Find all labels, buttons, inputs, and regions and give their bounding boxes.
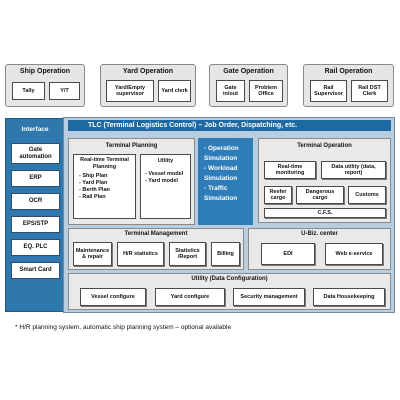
simulation-item: - Traffic Simulation [204, 185, 238, 202]
rail-operation-title: Rail Operation [324, 68, 373, 75]
utility-config-title: Utility (Data Configuration) [191, 276, 268, 282]
rail-dst-clerk-box: Rail DST Clerk [351, 80, 388, 102]
rail-supervisor-box: Rail Supervisor [310, 80, 347, 102]
plan-item: - Ship Plan [79, 173, 108, 179]
edi-box: EDI [261, 243, 315, 265]
gate-operation-group: Gate Operation Gate in/out Problem Offic… [209, 64, 288, 107]
gate-in-out-box: Gate in/out [216, 80, 245, 102]
simulation-panel: - Operation Simulation - Workload Simula… [198, 138, 253, 225]
yard-empty-supervisor-box: Yard/Empty supervisor [106, 80, 154, 102]
footnote: * H/R planning system, automatic ship pl… [15, 324, 232, 331]
ubiz-center-panel: U-Biz. center EDI Web e-service [248, 228, 391, 270]
maintenance-repair-box: Maintenance & repair [73, 242, 112, 266]
utility-config-panel: Utility (Data Configuration) Vessel conf… [68, 273, 391, 310]
interface-title: Interface [21, 126, 49, 133]
realtime-planning-box: Real-time Terminal Planning - Ship Plan … [73, 154, 136, 219]
statistics-report-box: Statistics /Report [169, 242, 206, 266]
ship-operation-title: Ship Operation [19, 68, 71, 75]
vessel-configure-box: Vessel configure [80, 288, 146, 306]
terminal-planning-panel: Terminal Planning Real-time Terminal Pla… [68, 138, 195, 225]
erp-box: ERP [11, 170, 60, 187]
terminal-planning-title: Terminal Planning [105, 143, 158, 149]
utility-model-box: Utility - Vessel model - Yard model [140, 154, 191, 219]
yt-box: Y/T [49, 82, 80, 100]
utility-model-title: Utility [157, 158, 174, 164]
billing-box: Billing [211, 242, 240, 266]
plan-item: - Berth Plan [79, 187, 110, 193]
model-item: - Vessel model [145, 171, 184, 177]
data-housekeeping-box: Data Housekeeping [313, 288, 385, 306]
terminal-management-title: Terminal Management [124, 231, 188, 237]
interface-panel: Interface Gate automation ERP OCR EPS/ST… [5, 118, 65, 312]
plan-item: - Rail Plan [79, 194, 106, 200]
web-eservice-box: Web e-service [325, 243, 383, 265]
problem-office-box: Problem Office [249, 80, 283, 102]
terminal-operation-panel: Terminal Operation Real-time monitoring … [258, 138, 391, 223]
plan-item: - Yard Plan [79, 180, 108, 186]
realtime-planning-title: Real-time Terminal Planning [80, 157, 129, 170]
security-management-box: Security management [233, 288, 305, 306]
model-item: - Yard model [145, 178, 178, 184]
rail-operation-group: Rail Operation Rail Supervisor Rail DST … [303, 64, 394, 107]
cfs-box: C.F.S. [264, 208, 386, 218]
gate-operation-title: Gate Operation [223, 68, 274, 75]
dangerous-cargo-box: Dangerous cargo [296, 186, 344, 204]
yard-configure-box: Yard configure [155, 288, 225, 306]
ubiz-center-title: U-Biz. center [301, 231, 338, 237]
data-utility-box: Data utility (data, report) [321, 161, 386, 179]
tlc-bar: TLC (Terminal Logistics Control) – Job O… [68, 120, 391, 131]
reefer-cargo-box: Reefer cargo [264, 186, 292, 204]
terminal-management-panel: Terminal Management Maintenance & repair… [68, 228, 244, 270]
tally-box: Tally [12, 82, 45, 100]
yard-operation-title: Yard Operation [122, 68, 174, 75]
hr-statistics-box: H/R statistics [117, 242, 164, 266]
eps-stp-box: EPS/STP [11, 216, 60, 233]
simulation-item: - Operation Simulation [204, 145, 239, 162]
smart-card-box: Smart Card [11, 262, 60, 279]
realtime-monitoring-box: Real-time monitoring [264, 161, 316, 179]
yard-clerk-box: Yard clerk [158, 80, 191, 102]
eq-plc-box: EQ. PLC [11, 239, 60, 256]
customs-box: Customs [348, 186, 386, 204]
terminal-operation-title: Terminal Operation [297, 143, 352, 149]
gate-automation-box: Gate automation [11, 143, 60, 164]
simulation-item: - Workload Simulation [204, 165, 238, 182]
yard-operation-group: Yard Operation Yard/Empty supervisor Yar… [100, 64, 196, 107]
ocr-box: OCR [11, 193, 60, 210]
ship-operation-group: Ship Operation Tally Y/T [5, 64, 85, 107]
